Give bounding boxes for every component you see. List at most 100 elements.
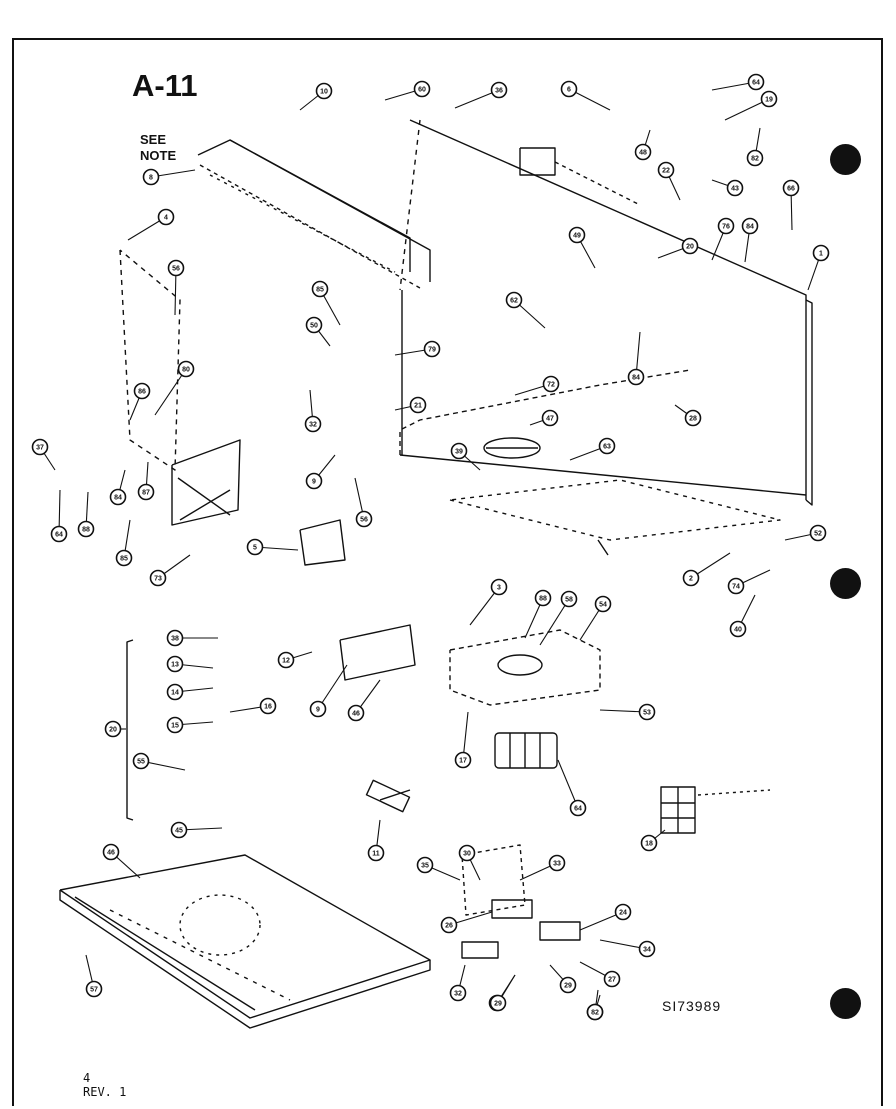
- callout-5: 5: [246, 538, 299, 556]
- callout-balloon: [304, 415, 322, 433]
- enclosure-base-edge: [399, 454, 807, 496]
- callout-80: 80: [154, 360, 195, 416]
- callout-21: 21: [394, 396, 427, 414]
- callout-62: 62: [505, 291, 546, 329]
- callout-balloon: [746, 149, 764, 167]
- callout-82: 82: [586, 994, 604, 1021]
- callout-number: 46: [107, 850, 115, 857]
- callout-28: 28: [674, 404, 702, 427]
- callout-number: 84: [632, 375, 640, 382]
- callout-balloon: [586, 1003, 604, 1021]
- callout-39: 39: [450, 442, 481, 471]
- callout-number: 50: [310, 323, 318, 330]
- right-wall: [805, 299, 813, 506]
- callout-53: 53: [599, 703, 656, 721]
- callout-number: 36: [495, 88, 503, 95]
- callout-34: 34: [599, 939, 656, 958]
- callout-balloon: [149, 569, 167, 587]
- callout-number: 35: [421, 863, 429, 870]
- callout-balloon: [569, 799, 587, 817]
- callout-number: 56: [360, 517, 368, 524]
- callout-balloon: [166, 683, 184, 701]
- callout-1: 1: [807, 244, 830, 291]
- callout-20: 20: [104, 720, 126, 738]
- callout-number: 29: [564, 983, 572, 990]
- callout-number: 57: [90, 987, 98, 994]
- callout-11: 11: [367, 819, 385, 862]
- callout-9: 9: [305, 454, 336, 490]
- callout-balloon: [548, 854, 566, 872]
- callout-60: 60: [384, 80, 431, 101]
- callout-balloon: [603, 970, 621, 988]
- callout-number: 26: [445, 923, 453, 930]
- callout-balloon: [741, 217, 759, 235]
- callout-balloon: [598, 437, 616, 455]
- callout-number: 52: [814, 531, 822, 538]
- callout-54: 54: [579, 595, 612, 641]
- callout-38: 38: [166, 629, 218, 647]
- callout-balloon: [109, 488, 127, 506]
- mount-plate: [449, 629, 601, 706]
- callout-balloon: [640, 834, 658, 852]
- callout-4: 4: [127, 208, 175, 241]
- callout-9: 9: [309, 664, 348, 718]
- callout-85: 85: [115, 519, 133, 567]
- callout-number: 64: [752, 80, 760, 87]
- callout-55: 55: [132, 752, 186, 771]
- callout-86: 86: [129, 382, 151, 421]
- callout-number: 46: [352, 711, 360, 718]
- callout-20: 20: [657, 237, 699, 259]
- callout-number: 80: [182, 367, 190, 374]
- callout-number: 76: [722, 224, 730, 231]
- callout-balloon: [782, 179, 800, 197]
- callout-10: 10: [299, 82, 333, 111]
- callout-43: 43: [711, 179, 744, 197]
- callout-8: 8: [142, 168, 196, 186]
- callout-number: 47: [546, 416, 554, 423]
- callout-balloon: [727, 577, 745, 595]
- callout-number: 19: [765, 97, 773, 104]
- callout-balloon: [682, 569, 700, 587]
- callout-64: 64: [50, 489, 68, 543]
- callout-balloon: [634, 143, 652, 161]
- callout-88: 88: [524, 589, 552, 639]
- callout-balloon: [409, 396, 427, 414]
- callout-number: 39: [455, 449, 463, 456]
- callout-leader: [539, 598, 570, 646]
- callout-number: 56: [172, 266, 180, 273]
- callout-number: 11: [372, 851, 380, 858]
- callout-84: 84: [627, 331, 645, 386]
- callout-number: 33: [553, 861, 561, 868]
- callout-balloon: [305, 472, 323, 490]
- callout-number: 16: [264, 704, 272, 711]
- callout-85: 85: [311, 280, 341, 326]
- callout-balloon: [747, 73, 765, 91]
- callout-74: 74: [727, 569, 771, 595]
- callout-balloon: [717, 217, 735, 235]
- callout-balloon: [614, 903, 632, 921]
- waveguide-bracket: [299, 519, 346, 566]
- callout-number: 15: [171, 723, 179, 730]
- callout-number: 28: [689, 416, 697, 423]
- callout-balloon: [534, 589, 552, 607]
- callout-56: 56: [167, 259, 185, 316]
- callout-balloon: [449, 984, 467, 1002]
- callout-number: 17: [459, 758, 467, 765]
- callout-balloon: [450, 442, 468, 460]
- callout-number: 40: [734, 627, 742, 634]
- callout-number: 88: [539, 596, 547, 603]
- see-note-line-2: NOTE: [140, 148, 177, 163]
- callout-balloon: [259, 697, 277, 715]
- magnetron: [494, 732, 558, 769]
- floor-plate: [449, 479, 781, 541]
- base-tray: [59, 854, 431, 1019]
- callout-leader: [154, 368, 187, 416]
- callout-66: 66: [782, 179, 800, 231]
- binder-hole: [830, 988, 861, 1019]
- callout-balloon: [684, 409, 702, 427]
- callout-balloon: [31, 438, 49, 456]
- callout-number: 64: [574, 806, 582, 813]
- callout-balloon: [77, 520, 95, 538]
- callout-balloon: [559, 976, 577, 994]
